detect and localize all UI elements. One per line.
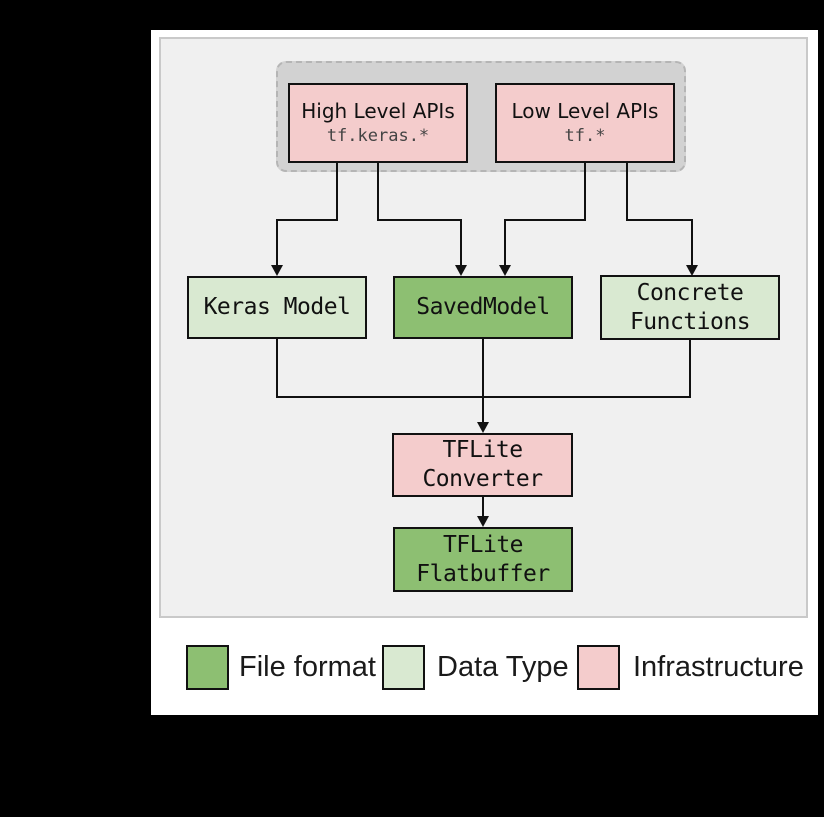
arrowhead-keras-model xyxy=(271,265,283,276)
legend-swatch-file-format xyxy=(186,645,229,690)
arrowhead-savedmodel-left xyxy=(455,265,467,276)
legend-swatch-infrastructure xyxy=(577,645,620,690)
connector-high-left-stub xyxy=(336,163,338,221)
node-savedmodel: SavedModel xyxy=(393,276,573,339)
arrowhead-concrete-functions xyxy=(686,265,698,276)
connector-drop-savedmodel-right xyxy=(504,219,506,266)
high-level-apis-title: High Level APIs xyxy=(301,99,455,123)
connector-drop-savedmodel-left xyxy=(460,219,462,266)
node-concrete-functions: Concrete Functions xyxy=(600,275,780,340)
arrowhead-savedmodel-right xyxy=(499,265,511,276)
concrete-functions-label: Concrete Functions xyxy=(629,279,751,335)
legend-label-file-format: File format xyxy=(239,651,376,683)
connector-concrete-down xyxy=(689,340,691,398)
legend-swatch-data-type xyxy=(382,645,425,690)
connector-high-to-keras-horizontal xyxy=(276,219,338,221)
low-level-apis-subtitle: tf.* xyxy=(564,126,606,146)
node-tflite-converter: TFLite Converter xyxy=(392,433,573,497)
legend-label-data-type: Data Type xyxy=(437,651,569,683)
connector-high-right-stub xyxy=(377,163,379,221)
tflite-flatbuffer-label: TFLite Flatbuffer xyxy=(416,531,550,587)
arrowhead-tflite-converter xyxy=(477,422,489,433)
high-level-apis-subtitle: tf.keras.* xyxy=(326,126,430,146)
connector-savedmodel-to-converter xyxy=(482,339,484,423)
connector-drop-concrete xyxy=(691,219,693,266)
node-high-level-apis: High Level APIs tf.keras.* xyxy=(288,83,468,163)
connector-converter-to-flatbuffer xyxy=(482,497,484,517)
low-level-apis-title: Low Level APIs xyxy=(511,99,659,123)
arrowhead-tflite-flatbuffer xyxy=(477,516,489,527)
connector-high-to-savedmodel-horizontal xyxy=(377,219,462,221)
connector-drop-keras xyxy=(276,219,278,266)
connector-low-to-concrete-horizontal xyxy=(626,219,693,221)
tflite-converter-label: TFLite Converter xyxy=(422,437,543,492)
connector-low-right-stub xyxy=(626,163,628,221)
savedmodel-label: SavedModel xyxy=(416,294,550,320)
diagram-card: High Level APIs tf.keras.* Low Level API… xyxy=(151,30,818,715)
node-keras-model: Keras Model xyxy=(187,276,367,339)
legend-label-infrastructure: Infrastructure xyxy=(633,651,804,683)
keras-model-label: Keras Model xyxy=(203,294,351,320)
connector-low-left-stub xyxy=(584,163,586,221)
node-tflite-flatbuffer: TFLite Flatbuffer xyxy=(393,527,573,592)
node-low-level-apis: Low Level APIs tf.* xyxy=(495,83,675,163)
connector-keras-down xyxy=(276,339,278,398)
connector-low-to-savedmodel-horizontal xyxy=(504,219,586,221)
